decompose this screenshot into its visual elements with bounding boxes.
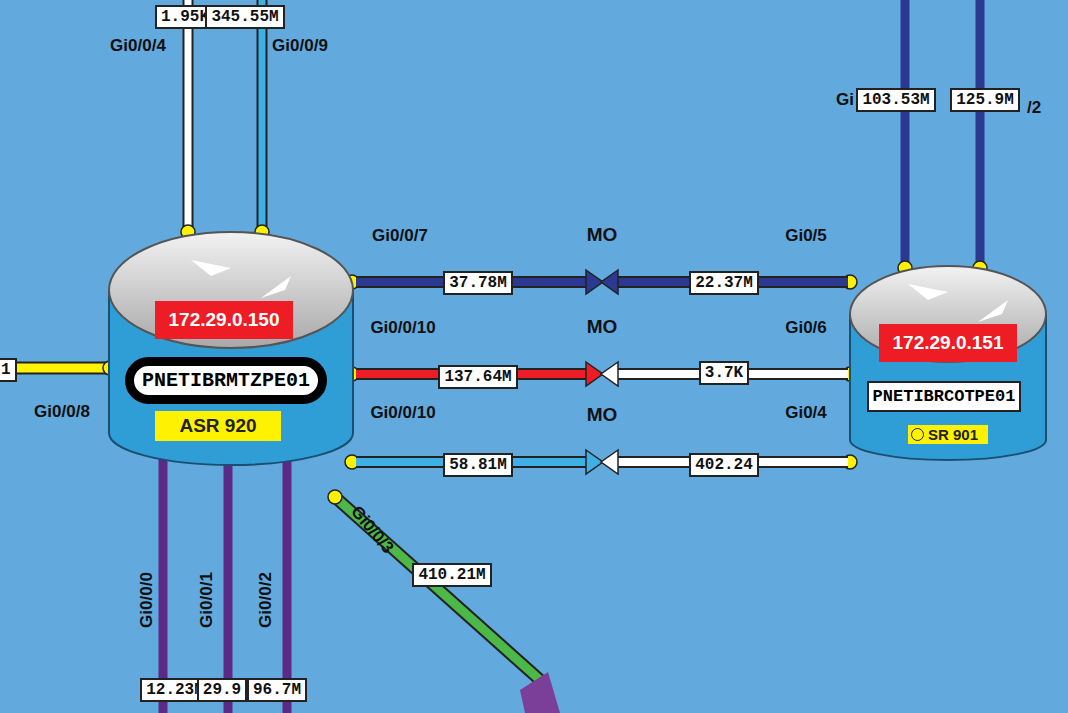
interface-name: Gi0/0/1 xyxy=(197,572,217,628)
interface-name: Gi0/0/2 xyxy=(256,572,276,628)
traffic-value: 37.78M xyxy=(443,271,513,295)
edge-label: MO xyxy=(587,316,618,338)
host-name: PNETIBRMTZPE01 xyxy=(125,357,327,404)
interface-name: /2 xyxy=(1027,98,1041,118)
interface-name: Gi0/4 xyxy=(785,403,827,423)
host-name: PNETIBRCOTPE01 xyxy=(867,381,1022,412)
interface-name: Gi xyxy=(836,90,854,110)
port-dot xyxy=(911,428,924,441)
traffic-value: 58.81M xyxy=(443,453,513,477)
traffic-value: 410.21M xyxy=(412,563,491,587)
interface-name: Gi0/0/9 xyxy=(272,36,328,56)
traffic-value: 3.7K xyxy=(699,361,749,385)
router-node: 172.29.0.151PNETIBRCOTPE01 SR 901 xyxy=(848,262,1048,462)
traffic-value: 345.55M xyxy=(205,5,284,29)
link-connector xyxy=(356,362,848,386)
traffic-value: 125.9M xyxy=(950,88,1020,112)
traffic-value: 402.24 xyxy=(689,453,759,477)
interface-name: Gi0/0/3 xyxy=(346,502,397,558)
traffic-value: 29.9 xyxy=(197,678,247,702)
model-name: SR 901 xyxy=(908,425,988,444)
router-node: 172.29.0.150PNETIBRMTZPE01ASR 920 xyxy=(106,228,356,468)
link-connector xyxy=(356,450,848,474)
edge-label: MO xyxy=(587,404,618,426)
model-name: ASR 920 xyxy=(155,411,280,441)
ip-address: 172.29.0.150 xyxy=(155,301,294,339)
edge-label: MO xyxy=(587,224,618,246)
interface-name: Gi0/0/10 xyxy=(370,318,435,338)
traffic-value: 103.53M xyxy=(856,88,935,112)
interface-name: Gi0/0/4 xyxy=(110,36,166,56)
traffic-value: 96.7M xyxy=(247,678,307,702)
interface-name: Gi0/0/8 xyxy=(34,402,90,422)
interface-name: Gi0/6 xyxy=(785,318,827,338)
link-connector xyxy=(356,270,848,294)
interface-name: Gi0/5 xyxy=(785,226,827,246)
traffic-value: 1 xyxy=(0,358,17,382)
traffic-value: 137.64M xyxy=(438,365,517,389)
ip-address: 172.29.0.151 xyxy=(879,324,1018,362)
interface-name: Gi0/0/0 xyxy=(137,572,157,628)
interface-name: Gi0/0/7 xyxy=(372,226,428,246)
traffic-value: 22.37M xyxy=(689,271,759,295)
interface-name: Gi0/0/10 xyxy=(370,403,435,423)
